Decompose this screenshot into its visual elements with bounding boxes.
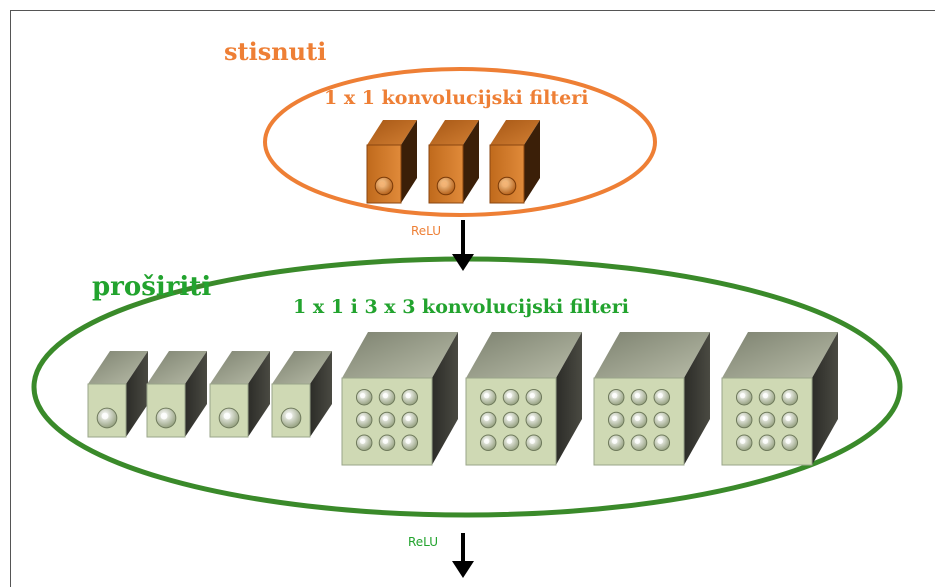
squeeze-filter-1x1 xyxy=(428,120,479,204)
squeeze-filter-1x1 xyxy=(489,120,540,204)
squeeze-filter-1x1 xyxy=(366,120,417,204)
relu-label-2: ReLU xyxy=(408,535,439,549)
arrow-1 xyxy=(452,220,474,271)
expand-filter-3x3 xyxy=(465,332,582,466)
figure-frame xyxy=(10,10,935,587)
expand-filter-3x3 xyxy=(721,332,838,466)
expand-filter-1x1 xyxy=(87,351,148,438)
relu-label-1: ReLU xyxy=(411,224,442,238)
squeeze-subtitle: 1 x 1 konvolucijski filteri xyxy=(324,87,589,109)
expand-title: proširiti xyxy=(92,272,212,302)
arrow-2 xyxy=(452,533,474,578)
squeeze-title: stisnuti xyxy=(224,37,327,66)
squeeze-ellipse xyxy=(263,67,657,217)
expand-filter-3x3 xyxy=(341,332,458,466)
expand-subtitle: 1 x 1 i 3 x 3 konvolucijski filteri xyxy=(293,296,629,318)
expand-filter-1x1 xyxy=(146,351,207,438)
expand-filter-3x3 xyxy=(593,332,710,466)
expand-filter-1x1 xyxy=(209,351,270,438)
expand-filter-1x1 xyxy=(271,351,332,438)
